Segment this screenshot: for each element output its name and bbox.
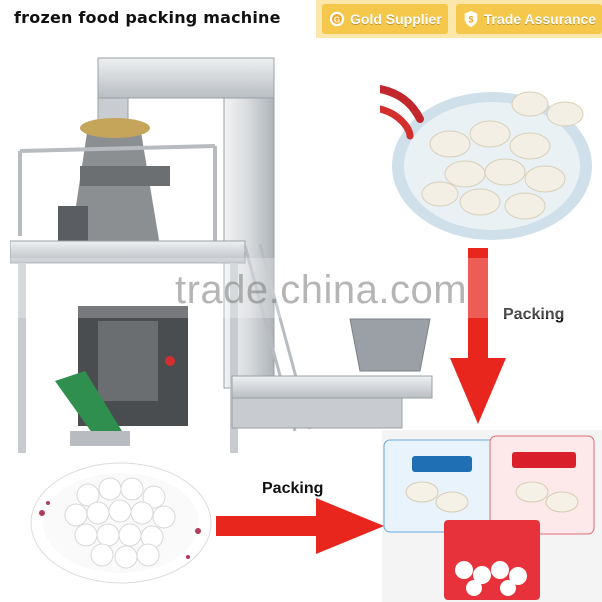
gold-supplier-label: Gold Supplier xyxy=(350,11,442,27)
packed-bags-photo xyxy=(382,430,602,602)
packing-label-top: Packing xyxy=(503,306,565,323)
trade-assurance-label: Trade Assurance xyxy=(483,11,597,27)
trade-assurance-badge[interactable]: $ Trade Assurance xyxy=(455,4,602,34)
page-title: frozen food packing machine xyxy=(14,8,281,27)
watermark-text: trade.china.com xyxy=(175,268,468,312)
supplier-badges: G Gold Supplier $ Trade Assurance xyxy=(316,0,602,38)
svg-text:G: G xyxy=(334,16,340,25)
gold-supplier-badge[interactable]: G Gold Supplier xyxy=(322,4,448,34)
svg-text:$: $ xyxy=(468,15,473,25)
packing-label-bottom: Packing xyxy=(262,480,324,497)
rice-balls-photo xyxy=(30,462,212,584)
trade-assurance-icon: $ xyxy=(464,10,478,28)
gold-supplier-icon: G xyxy=(329,11,345,27)
arrow-down-icon xyxy=(450,248,506,424)
dumplings-photo xyxy=(380,74,602,246)
packing-machine-image xyxy=(10,57,433,453)
arrow-right-icon xyxy=(216,498,384,554)
watermark-band xyxy=(0,258,602,318)
